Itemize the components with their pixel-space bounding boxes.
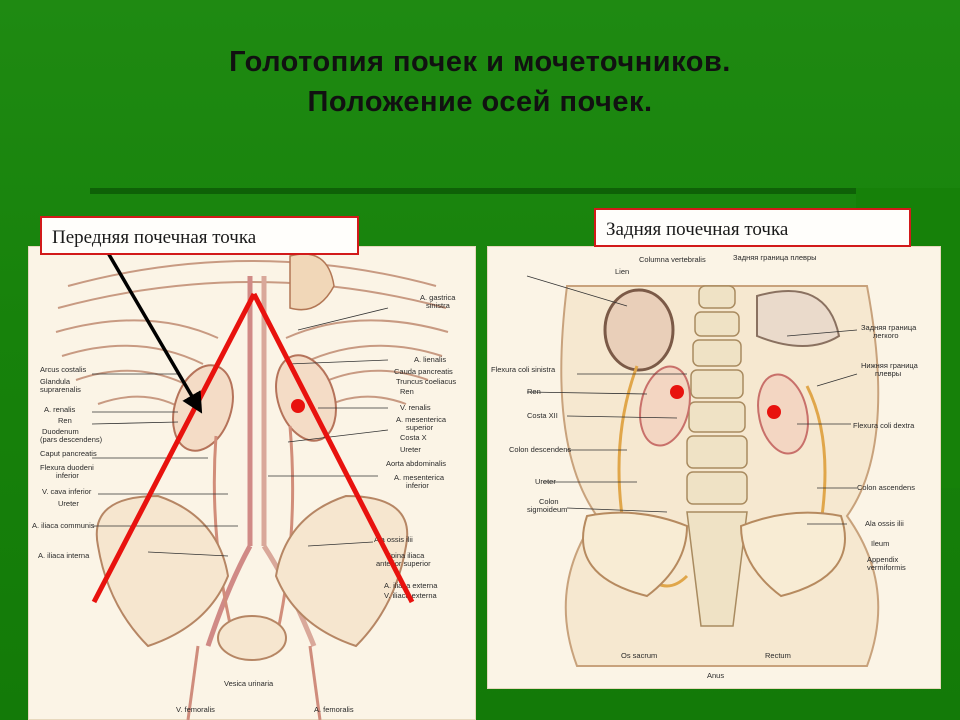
anterior-anatomy-figure: Arcus costalis Glandula suprarenalis A. … bbox=[28, 246, 476, 720]
posterior-kidney-point-right bbox=[767, 405, 781, 419]
label-ureter-left: Ureter bbox=[58, 499, 79, 508]
label-a-iliaca-interna: A. iliaca interna bbox=[38, 551, 90, 560]
dark-decor-band bbox=[90, 188, 858, 194]
label-flexura-coli-sinistra: Flexura coli sinistra bbox=[491, 365, 556, 374]
label-caput-pancreatis: Caput pancreatis bbox=[40, 449, 97, 458]
label-flexura-duodeni: Flexura duodeni bbox=[40, 463, 94, 472]
label-v-femoralis: V. femoralis bbox=[176, 705, 215, 714]
label-vermiformis: vermiformis bbox=[867, 563, 906, 572]
leader-lines bbox=[91, 307, 389, 557]
label-nizhnyaya-granitsa: Нижняя граница bbox=[861, 361, 919, 370]
label-lien: Lien bbox=[615, 267, 629, 276]
label-aorta-abdominalis: Aorta abdominalis bbox=[386, 459, 446, 468]
right-figure-labels-top: Columna vertebralis Задняя граница плевр… bbox=[639, 253, 817, 264]
label-cauda-pancreatis: Cauda pancreatis bbox=[394, 367, 453, 376]
label-truncus-coeliacus: Truncus coeliacus bbox=[396, 377, 456, 386]
title-line-1: Голотопия почек и мочеточников. bbox=[229, 46, 731, 78]
left-kidney-axis-line bbox=[251, 292, 415, 604]
right-figure-labels-bottom: Os sacrum Anus Rectum bbox=[621, 651, 791, 680]
label-superior: superior bbox=[406, 423, 434, 432]
label-a-lienalis: A. lienalis bbox=[414, 355, 446, 364]
title-line-2: Положение осей почек. bbox=[307, 86, 653, 118]
label-ren-posterior: Ren bbox=[527, 387, 541, 396]
label-a-renalis: A. renalis bbox=[44, 405, 76, 414]
anterior-anatomy-drawing: Arcus costalis Glandula suprarenalis A. … bbox=[32, 253, 456, 720]
label-costa-x: Costa X bbox=[400, 433, 427, 442]
anterior-kidney-point bbox=[291, 399, 305, 413]
posterior-point-callout: Задняя почечная точка bbox=[594, 208, 911, 247]
slide-title: Голотопия почек и мочеточников. Положени… bbox=[0, 42, 960, 122]
label-plevry: плевры bbox=[875, 369, 901, 378]
label-spina-iliaca: Spina iliaca bbox=[386, 551, 425, 560]
right-figure-labels-right: Задняя граница легкого Нижняя граница пл… bbox=[853, 323, 919, 572]
label-ureter-posterior: Ureter bbox=[535, 477, 556, 486]
label-duodenum: Duodenum bbox=[42, 427, 79, 436]
label-v-renalis: V. renalis bbox=[400, 403, 431, 412]
label-arcus-costalis: Arcus costalis bbox=[40, 365, 87, 374]
posterior-anatomy-drawing: Columna vertebralis Задняя граница плевр… bbox=[491, 253, 919, 680]
label-anterior-superior: anterior superior bbox=[376, 559, 431, 568]
label-a-mesenterica-inf: A. mesenterica bbox=[394, 473, 445, 482]
posterior-kidney-point-left bbox=[670, 385, 684, 399]
label-a-femoralis: A. femoralis bbox=[314, 705, 354, 714]
label-a-iliaca-communis: A. iliaca communis bbox=[32, 521, 95, 530]
pointer-arrow bbox=[102, 245, 203, 414]
label-legkogo: легкого bbox=[873, 331, 899, 340]
label-ren-right: Ren bbox=[400, 387, 414, 396]
spleen-shape bbox=[603, 288, 675, 372]
label-suprarenalis: suprarenalis bbox=[40, 385, 81, 394]
label-a-iliaca-externa: A. iliaca externa bbox=[384, 581, 438, 590]
label-glandula: Glandula bbox=[40, 377, 71, 386]
label-pars-descendens: (pars descendens) bbox=[40, 435, 103, 444]
label-zadnyaya-granitsa: Задняя граница bbox=[861, 323, 917, 332]
label-colon-descendens: Colon descendens bbox=[509, 445, 571, 454]
label-vesica-urinaria: Vesica urinaria bbox=[224, 679, 274, 688]
label-costa-xii: Costa XII bbox=[527, 411, 558, 420]
label-columna-vertebralis: Columna vertebralis bbox=[639, 255, 706, 264]
right-kidney-posterior bbox=[757, 373, 809, 455]
label-colon-ascendens: Colon ascendens bbox=[857, 483, 915, 492]
label-a-gastrica: A. gastrica bbox=[420, 293, 456, 302]
label-ala-ossis-ilii-posterior: Ala ossis ilii bbox=[865, 519, 904, 528]
label-sinistra: sinistra bbox=[426, 301, 451, 310]
label-inferior: inferior bbox=[56, 471, 79, 480]
right-kidney-axis-line bbox=[91, 292, 257, 604]
vertebral-column bbox=[686, 285, 748, 627]
anterior-point-callout: Передняя почечная точка bbox=[40, 216, 359, 255]
label-os-sacrum: Os sacrum bbox=[621, 651, 657, 660]
posterior-anatomy-figure: Columna vertebralis Задняя граница плевр… bbox=[487, 246, 941, 689]
label-anus: Anus bbox=[707, 671, 724, 680]
label-colon: Colon bbox=[539, 497, 559, 506]
left-figure-labels-left: Arcus costalis Glandula suprarenalis A. … bbox=[32, 365, 103, 560]
label-rectum: Rectum bbox=[765, 651, 791, 660]
label-ren-left: Ren bbox=[58, 416, 72, 425]
label-flexura-coli-dextra: Flexura coli dextra bbox=[853, 421, 915, 430]
label-inferior-2: inferior bbox=[406, 481, 429, 490]
label-appendix: Appendix bbox=[867, 555, 899, 564]
label-ureter-right: Ureter bbox=[400, 445, 421, 454]
label-v-cava-inferior: V. cava inferior bbox=[42, 487, 92, 496]
label-a-mesenterica-sup: A. mesenterica bbox=[396, 415, 447, 424]
label-sigmoideum: sigmoideum bbox=[527, 505, 567, 514]
label-ala-ossis-ilii: Ala ossis ilii bbox=[374, 535, 413, 544]
label-ileum: Ileum bbox=[871, 539, 889, 548]
label-zadnyaya-granitsa-plevry: Задняя граница плевры bbox=[733, 253, 817, 262]
right-figure-labels-left: Lien Flexura coli sinistra Ren Costa XII… bbox=[491, 267, 629, 514]
left-figure-labels-bottom: V. femoralis Vesica urinaria A. femorali… bbox=[176, 679, 354, 714]
